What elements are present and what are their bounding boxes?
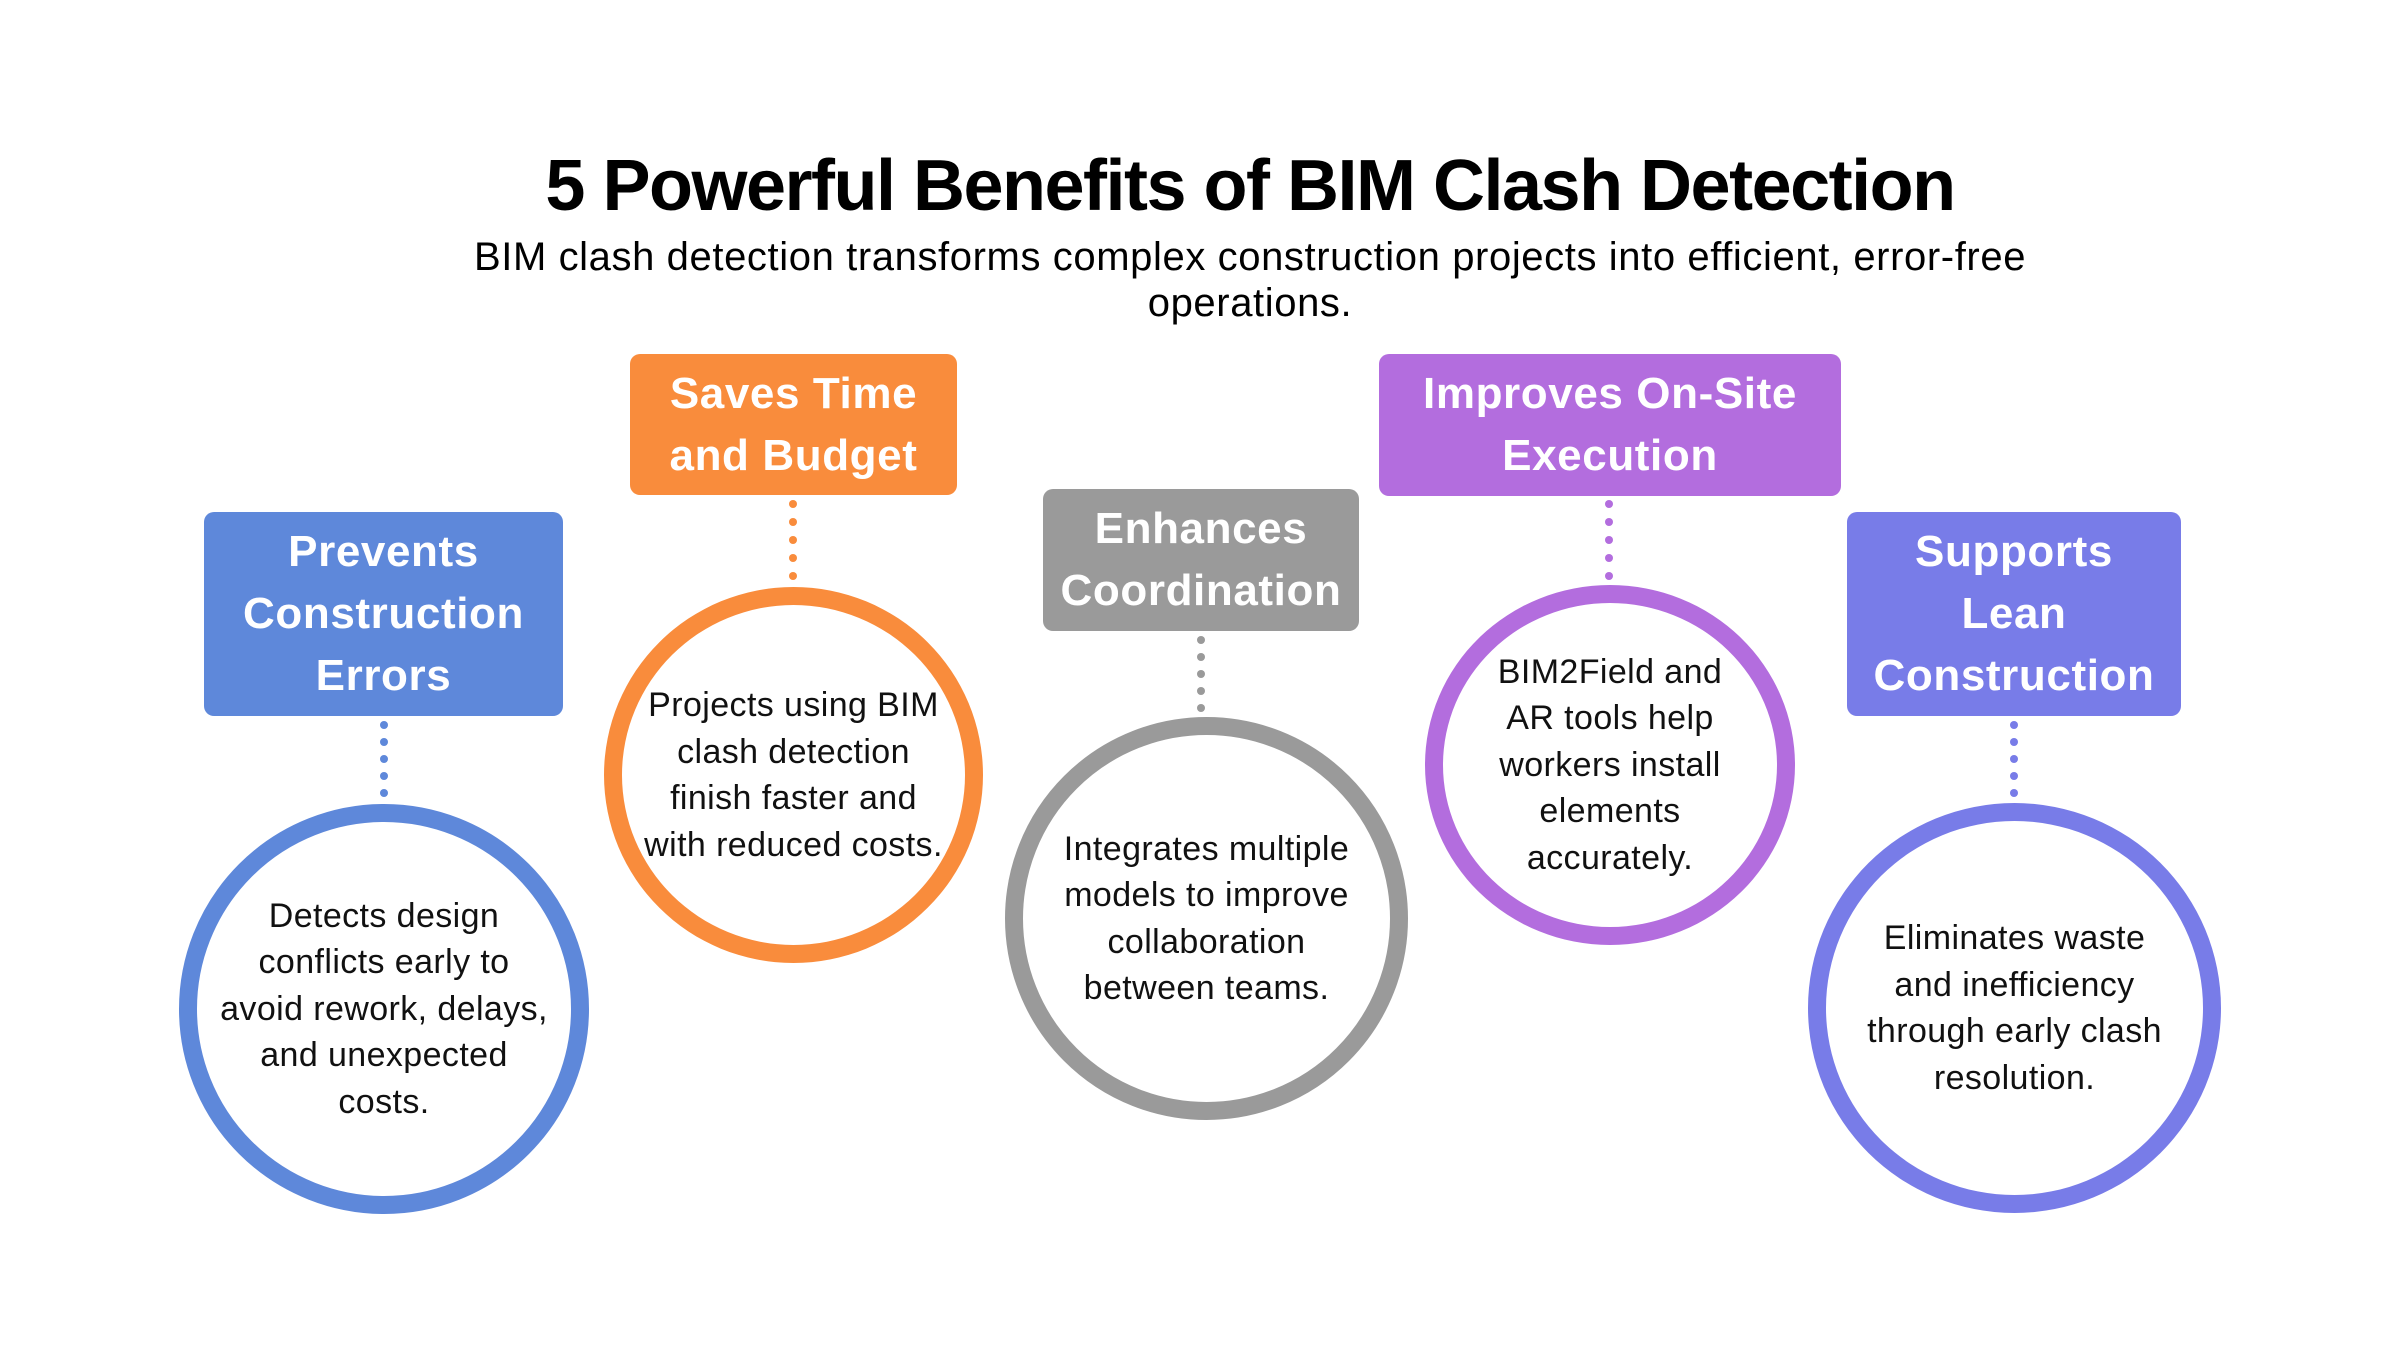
connector-dot <box>380 738 388 746</box>
benefit-label-box: Supports Lean Construction <box>1847 512 2181 716</box>
connector-dot <box>380 772 388 780</box>
connector-dot <box>380 755 388 763</box>
connector-dot <box>789 536 797 544</box>
connector-dot <box>1605 500 1613 508</box>
benefit-label-box: Prevents Construction Errors <box>204 512 563 716</box>
benefit-label: Prevents Construction Errors <box>243 527 524 700</box>
benefit-circle: Detects design conflicts early to avoid … <box>179 804 589 1214</box>
connector-dot <box>789 500 797 508</box>
benefit-label: Supports Lean Construction <box>1873 527 2155 700</box>
benefit-circle: Integrates multiple models to improve co… <box>1005 717 1408 1120</box>
connector-dot <box>2010 738 2018 746</box>
connector-dot <box>1605 536 1613 544</box>
connector-dots <box>1197 636 1205 712</box>
connector-dot <box>1605 554 1613 562</box>
benefit-description: BIM2Field and AR tools help workers inst… <box>1497 652 1723 877</box>
benefit-description: Detects design conflicts early to avoid … <box>220 896 548 1121</box>
connector-dots <box>1605 500 1613 580</box>
connector-dot <box>2010 789 2018 797</box>
benefit-circle: BIM2Field and AR tools help workers inst… <box>1425 585 1795 945</box>
connector-dot <box>1197 687 1205 695</box>
benefit-label: Improves On-Site Execution <box>1423 369 1797 480</box>
benefit-label-box: Saves Time and Budget <box>630 354 957 495</box>
benefit-label: Enhances Coordination <box>1060 504 1342 615</box>
connector-dot <box>1605 518 1613 526</box>
page-title: 5 Powerful Benefits of BIM Clash Detecti… <box>545 146 1956 226</box>
connector-dot <box>1605 572 1613 580</box>
benefit-description: Integrates multiple models to improve co… <box>1063 829 1350 1008</box>
page-subtitle: BIM clash detection transforms complex c… <box>473 235 2027 325</box>
connector-dots <box>380 721 388 797</box>
connector-dot <box>789 554 797 562</box>
connector-dot <box>1197 636 1205 644</box>
benefit-label: Saves Time and Budget <box>669 368 918 480</box>
connector-dot <box>1197 653 1205 661</box>
benefit-circle: Projects using BIM clash detection finis… <box>604 587 983 963</box>
connector-dots <box>789 500 797 580</box>
benefit-label-box: Improves On-Site Execution <box>1379 354 1841 496</box>
connector-dots <box>2010 721 2018 797</box>
benefit-circle: Eliminates waste and inefficiency throug… <box>1808 803 2221 1213</box>
connector-dot <box>789 572 797 580</box>
benefit-description: Eliminates waste and inefficiency throug… <box>1867 919 2162 1097</box>
connector-dot <box>2010 772 2018 780</box>
connector-dot <box>1197 704 1205 712</box>
connector-dot <box>2010 755 2018 763</box>
benefit-description: Projects using BIM clash detection finis… <box>644 686 943 864</box>
connector-dot <box>1197 670 1205 678</box>
connector-dot <box>380 721 388 729</box>
connector-dot <box>380 789 388 797</box>
connector-dot <box>789 518 797 526</box>
benefit-label-box: Enhances Coordination <box>1043 489 1359 631</box>
connector-dot <box>2010 721 2018 729</box>
